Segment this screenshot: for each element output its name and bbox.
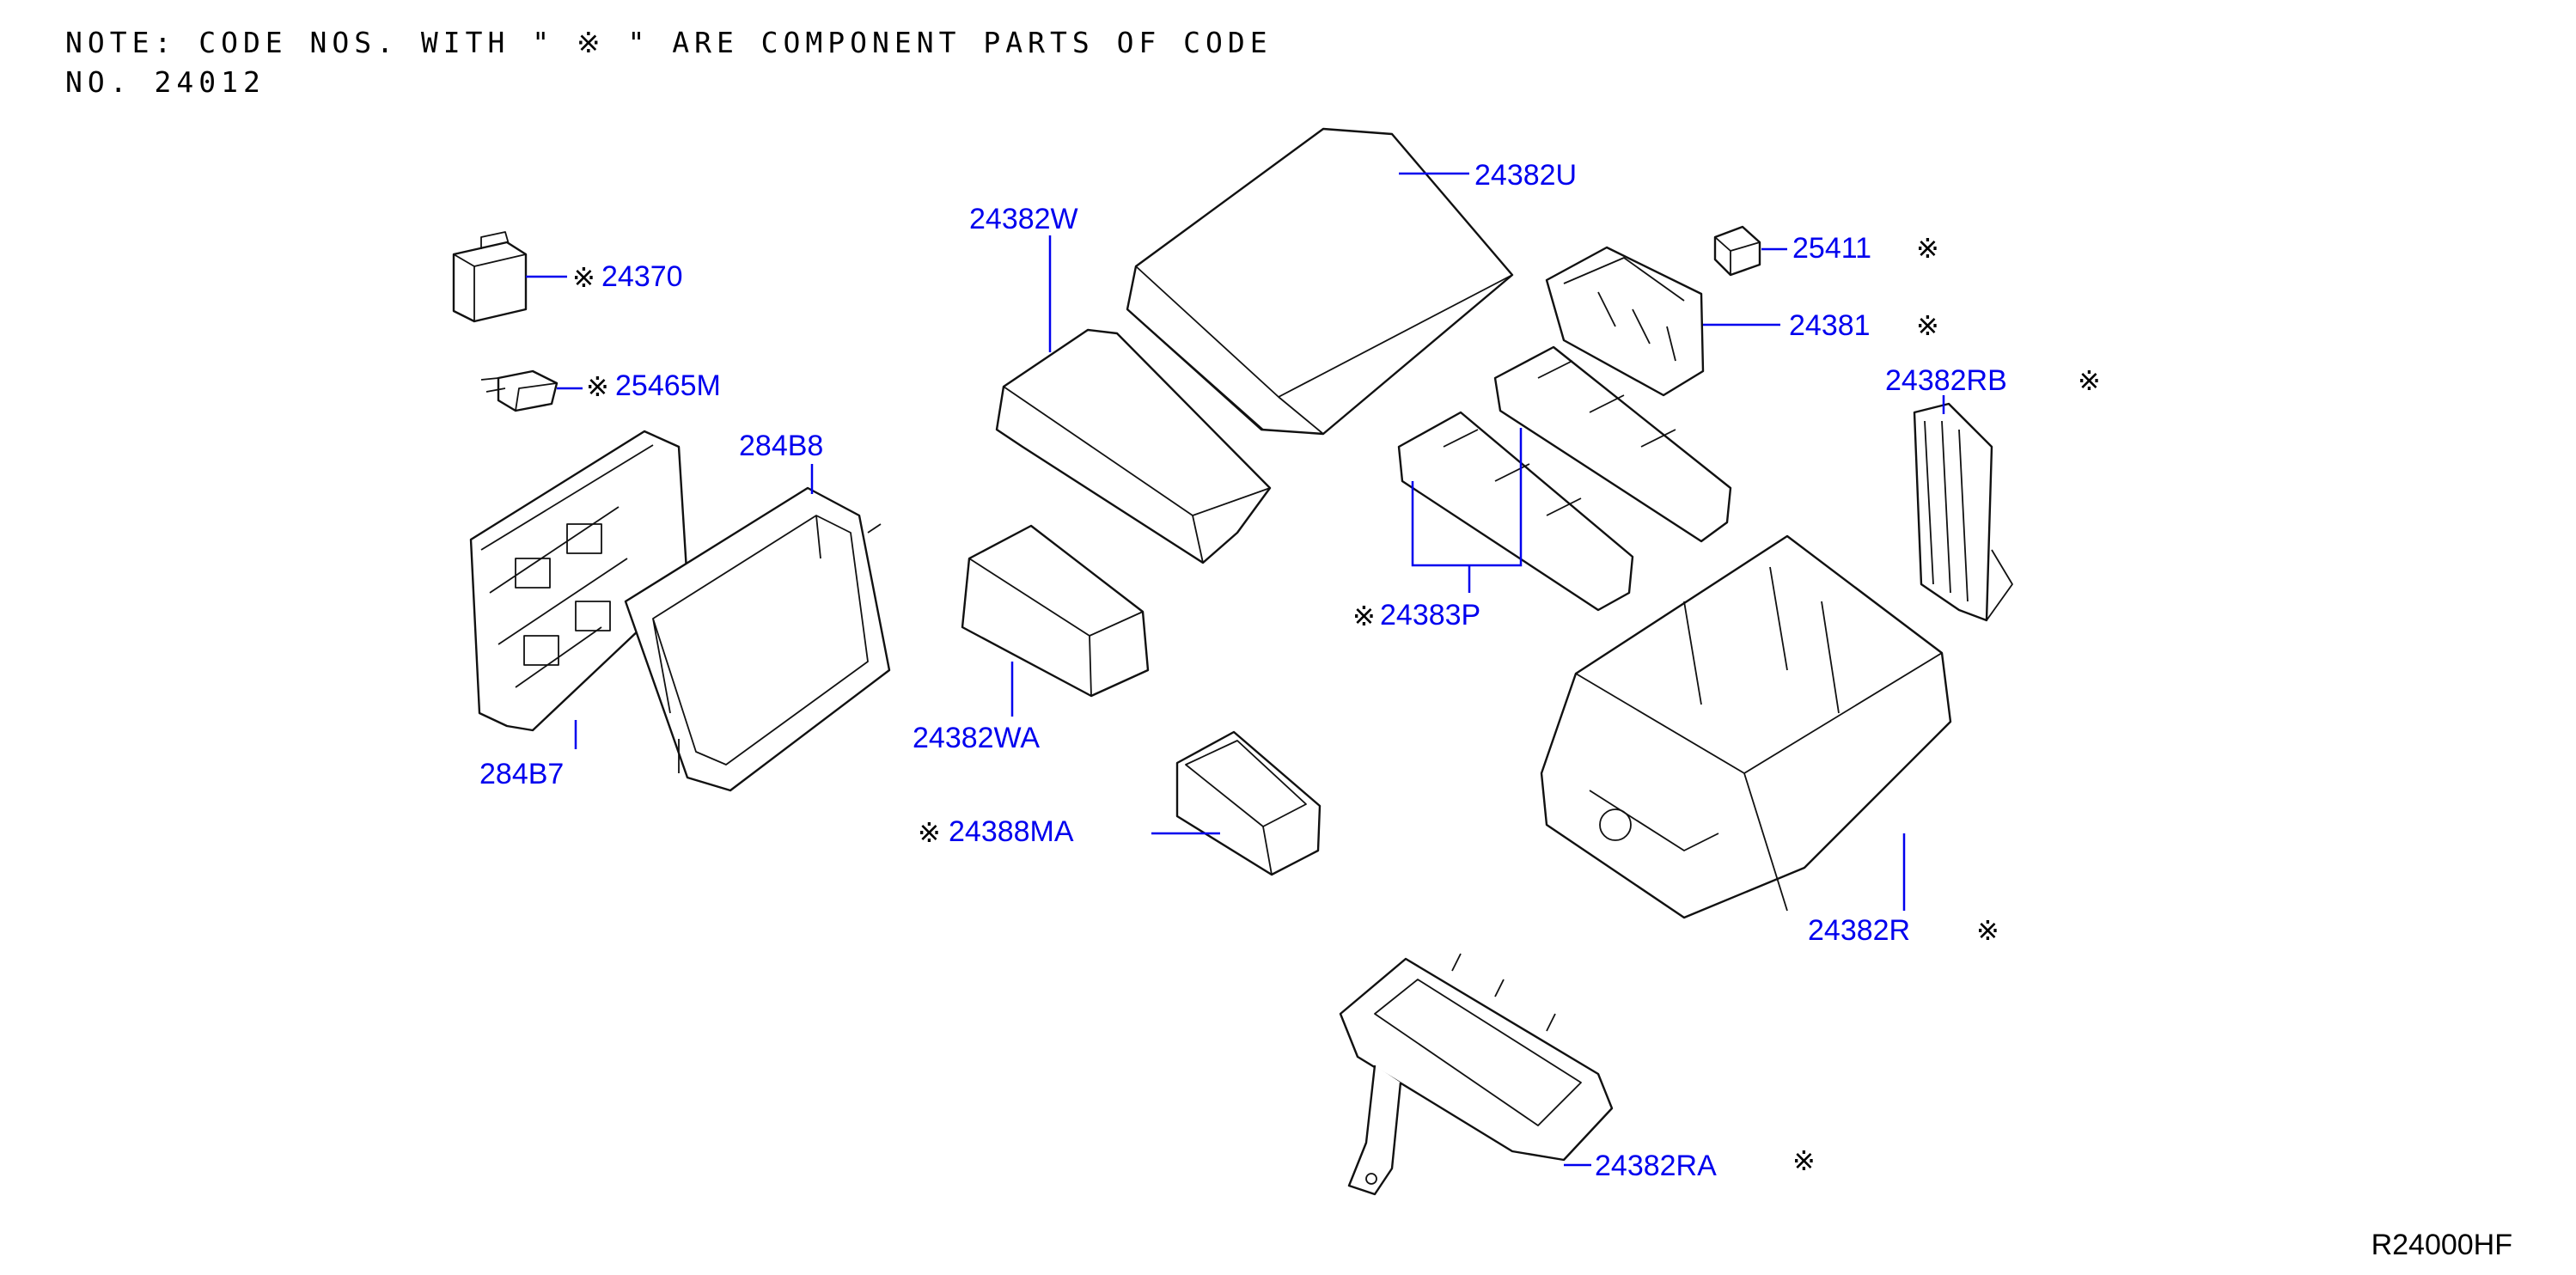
note-line-2: NO. 24012 bbox=[65, 65, 266, 99]
cover-24382WA-drawing bbox=[961, 524, 1150, 698]
part-label-24383P[interactable]: 24383P bbox=[1380, 599, 1480, 631]
part-label-24382RB[interactable]: 24382RB bbox=[1885, 364, 2007, 397]
relay-holder-24383P-drawing bbox=[1397, 345, 1732, 612]
diagram-code: R24000HF bbox=[2371, 1229, 2512, 1261]
component-mark-24381: ※ bbox=[1916, 310, 1939, 341]
part-label-24370[interactable]: 24370 bbox=[601, 260, 683, 293]
bracket-284B8-drawing bbox=[624, 486, 891, 792]
part-label-284B7[interactable]: 284B7 bbox=[479, 758, 564, 790]
note-line-1: NOTE: CODE NOS. WITH " ※ " ARE COMPONENT… bbox=[65, 26, 1273, 59]
part-label-24382R[interactable]: 24382R bbox=[1808, 914, 1910, 947]
part-label-24381[interactable]: 24381 bbox=[1789, 309, 1871, 342]
tray-24388MA-drawing bbox=[1175, 730, 1322, 876]
part-label-25465M[interactable]: 25465M bbox=[615, 369, 721, 402]
relay-block-284B7-drawing bbox=[469, 430, 689, 732]
part-label-284B8[interactable]: 284B8 bbox=[739, 430, 823, 462]
relay-25411-drawing bbox=[1713, 225, 1761, 277]
fuse-25465M-drawing bbox=[480, 369, 559, 412]
part-label-24382WA[interactable]: 24382WA bbox=[913, 722, 1040, 754]
component-mark-24370: ※ bbox=[572, 262, 595, 293]
fuse-block-24381-drawing bbox=[1545, 246, 1705, 397]
part-label-25411[interactable]: 25411 bbox=[1792, 232, 1871, 265]
component-mark-24382RB: ※ bbox=[2078, 365, 2101, 396]
plate-24382RB-drawing bbox=[1913, 402, 2013, 622]
leader-24383P bbox=[1411, 428, 1523, 593]
bracket-24382RA-drawing bbox=[1339, 953, 1614, 1196]
part-label-24382U[interactable]: 24382U bbox=[1474, 159, 1577, 192]
part-label-24382W[interactable]: 24382W bbox=[969, 203, 1078, 235]
component-mark-24382R: ※ bbox=[1976, 915, 1999, 946]
component-mark-25411: ※ bbox=[1916, 233, 1939, 264]
component-mark-24382RA: ※ bbox=[1792, 1145, 1816, 1176]
case-24382R-drawing bbox=[1540, 534, 1952, 919]
component-mark-24388MA: ※ bbox=[918, 817, 941, 848]
part-label-24388MA[interactable]: 24388MA bbox=[949, 815, 1074, 848]
component-mark-25465M: ※ bbox=[586, 371, 609, 402]
component-mark-24383P: ※ bbox=[1352, 601, 1376, 631]
cover-24382W-drawing bbox=[995, 328, 1272, 564]
part-label-24382RA[interactable]: 24382RA bbox=[1595, 1150, 1717, 1182]
cover-24382U-drawing bbox=[1126, 127, 1514, 436]
fuse-24370-drawing bbox=[452, 231, 528, 323]
